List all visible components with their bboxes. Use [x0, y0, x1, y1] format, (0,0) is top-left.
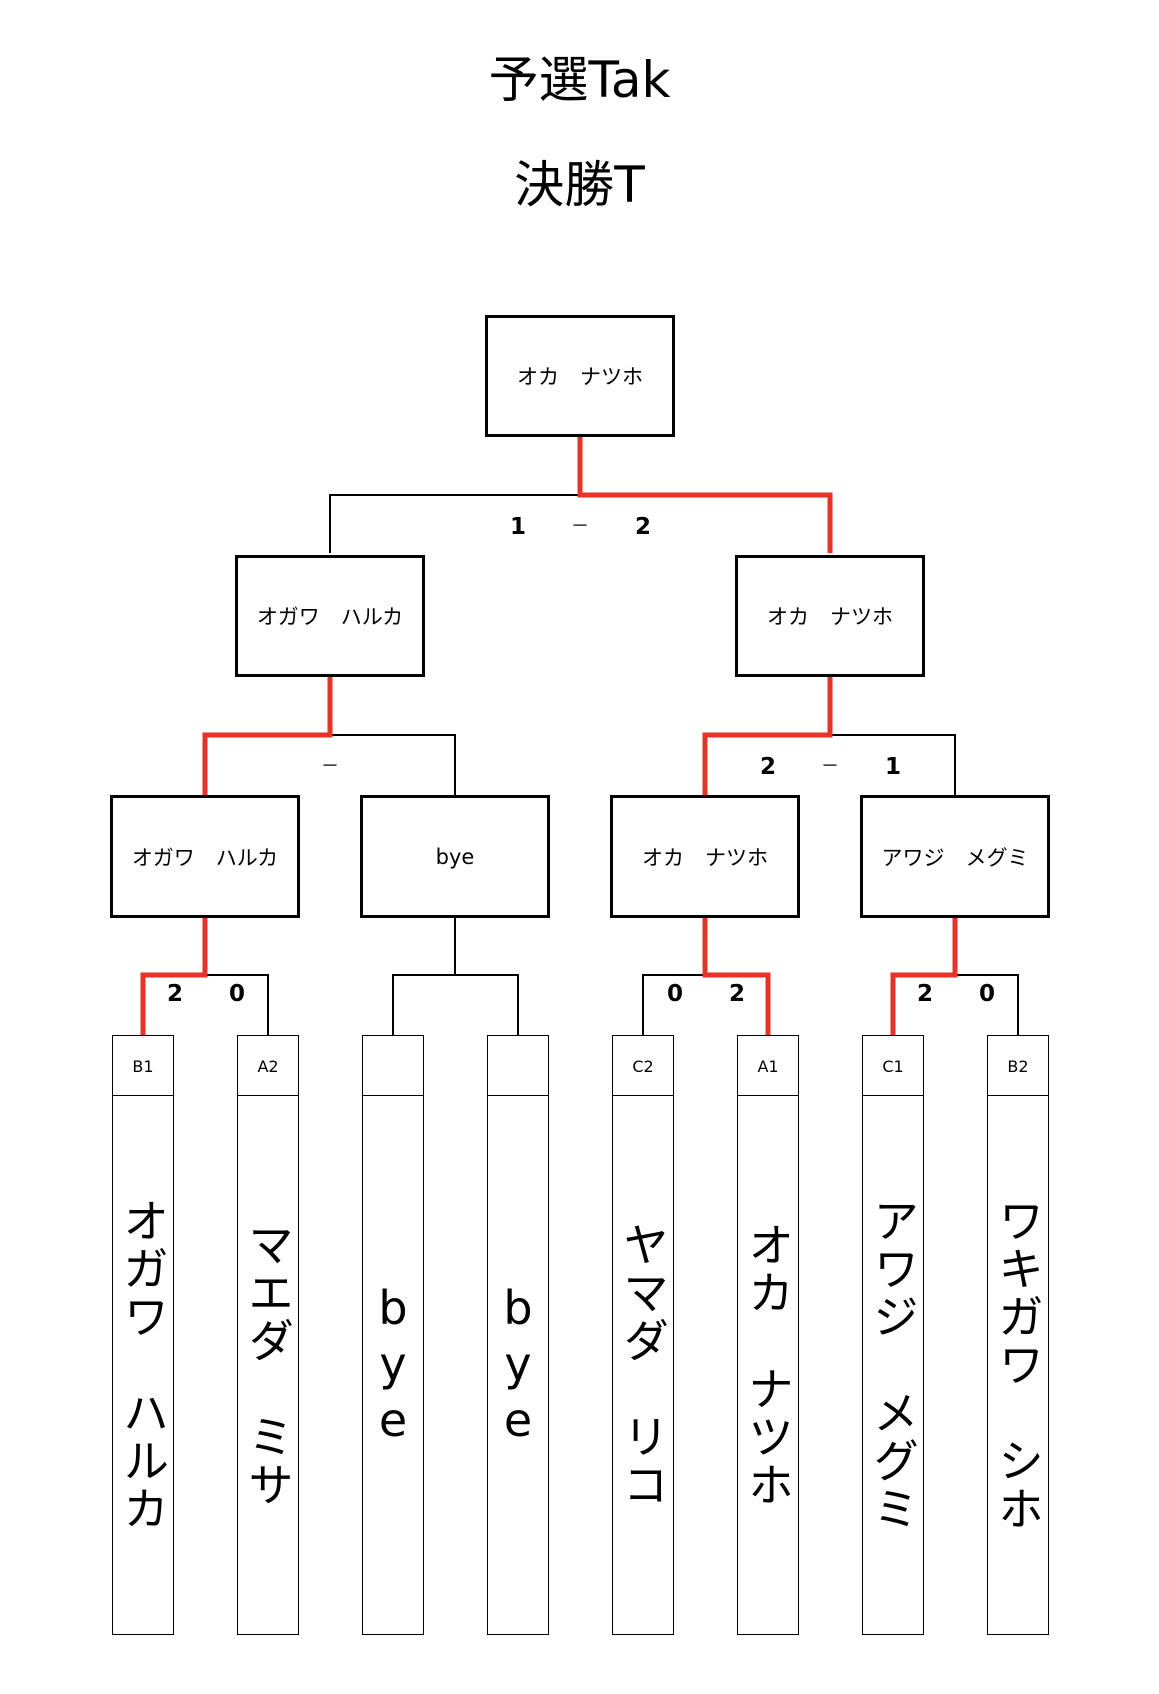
entrant-name-col-7: アワジ メグミ [862, 1095, 924, 1635]
entrant-name-col-3: bye [362, 1095, 424, 1635]
quarterfinal-box-4: アワジ メグミ [860, 795, 1050, 918]
entrant-name-7: アワジ メグミ [866, 1197, 920, 1533]
entrant-name-col-5: ヤマダ リコ [612, 1095, 674, 1635]
entrant-seed-8: B2 [987, 1035, 1049, 1097]
final-left-connector [329, 494, 580, 553]
entrant-seed-2: A2 [237, 1035, 299, 1097]
entrant-seed-5: C2 [612, 1035, 674, 1097]
qf4-winner-path [890, 917, 958, 1035]
qf-right-score-dash: － [821, 756, 839, 777]
quarterfinal-box-1: オガワ ハルカ [110, 795, 300, 918]
entrant-name-col-4: bye [487, 1095, 549, 1635]
qf-left-connector [330, 734, 456, 795]
entrant-name-4: bye [491, 1281, 545, 1449]
entrant-name-col-2: マエダ ミサ [237, 1095, 299, 1635]
entrant-name-col-8: ワキガワ シホ [987, 1095, 1049, 1635]
r1-score-4-right: 0 [978, 981, 995, 1007]
winner-path [140, 435, 958, 1035]
semi-right-winner-path [702, 675, 833, 795]
entrant-seed-7: C1 [862, 1035, 924, 1097]
qf-right-connector [830, 734, 956, 795]
quarterfinal-box-2: bye [360, 795, 550, 918]
semifinal-left-box: オガワ ハルカ [235, 555, 425, 677]
entrant-name-1: オガワ ハルカ [116, 1197, 170, 1533]
r1-pair4-connector [955, 974, 1019, 1035]
champion-box: オカ ナツホ [485, 315, 675, 437]
final-score-dash: － [571, 516, 589, 537]
final-score-left: 1 [509, 514, 526, 540]
final-score-right: 2 [634, 514, 651, 540]
r1-pair2-connector [392, 917, 456, 1035]
tournament-subtitle: 決勝T [514, 156, 645, 214]
qf3-winner-path [702, 917, 771, 1035]
final-winner-path [577, 435, 833, 553]
r1-score-4-left: 2 [916, 981, 933, 1007]
r1-score-1-right: 0 [228, 981, 245, 1007]
qf-right-score-right: 1 [884, 754, 901, 780]
quarterfinal-box-3: オカ ナツホ [610, 795, 800, 918]
r1-pair3-connector [642, 974, 705, 1035]
semi-left-winner-path [202, 675, 333, 795]
entrant-seed-3 [362, 1035, 424, 1097]
bracket-connectors [205, 494, 1019, 1035]
qf-left-score-dash: － [321, 756, 339, 777]
tournament-title: 予選Tak [488, 51, 671, 109]
r1-score-3-right: 2 [728, 981, 745, 1007]
entrant-name-2: マエダ ミサ [241, 1221, 295, 1509]
qf-right-score-left: 2 [759, 754, 776, 780]
entrant-name-6: オカ ナツホ [741, 1221, 795, 1509]
entrant-seed-1: B1 [112, 1035, 174, 1097]
semifinal-right-box: オカ ナツホ [735, 555, 925, 677]
entrant-name-5: ヤマダ リコ [616, 1221, 670, 1509]
entrant-seed-6: A1 [737, 1035, 799, 1097]
r1-score-3-left: 0 [666, 981, 683, 1007]
entrant-name-col-1: オガワ ハルカ [112, 1095, 174, 1635]
entrant-name-col-6: オカ ナツホ [737, 1095, 799, 1635]
r1-pair1-connector [205, 974, 269, 1035]
r1-pair2b-connector [455, 974, 519, 1035]
entrant-name-3: bye [366, 1281, 420, 1449]
r1-score-1-left: 2 [166, 981, 183, 1007]
entrant-seed-4 [487, 1035, 549, 1097]
qf1-winner-path [140, 917, 208, 1035]
entrant-name-8: ワキガワ シホ [991, 1197, 1045, 1533]
